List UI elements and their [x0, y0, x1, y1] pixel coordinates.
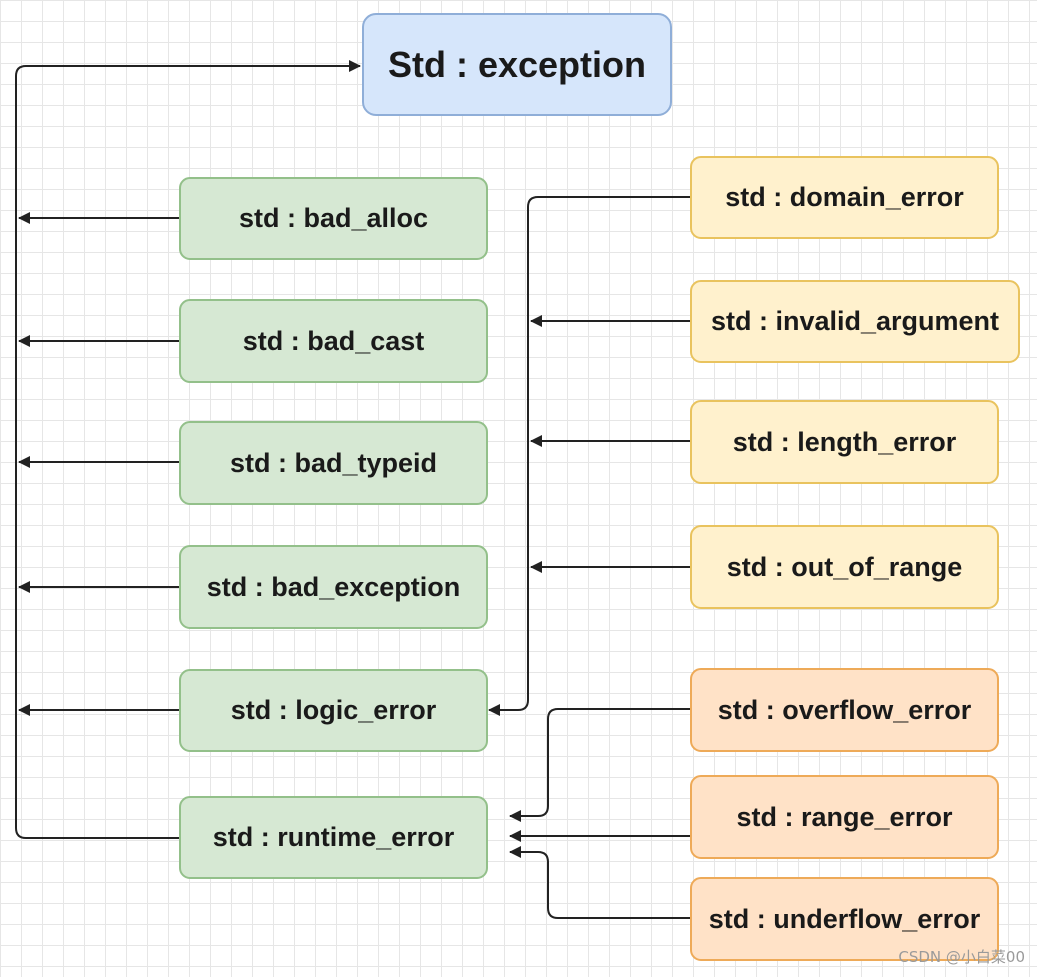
node-label: Std : exception [387, 43, 647, 85]
node-out-of-range: std : out_of_range [690, 525, 999, 609]
node-std-exception: Std : exception [362, 13, 672, 116]
node-label: std : bad_alloc [238, 203, 429, 233]
node-bad-alloc: std : bad_alloc [179, 177, 488, 260]
node-underflow-error: std : underflow_error [690, 877, 999, 961]
node-overflow-error: std : overflow_error [690, 668, 999, 752]
node-label: std : invalid_argument [710, 306, 1000, 336]
node-label: std : range_error [736, 801, 953, 832]
node-logic-error: std : logic_error [179, 669, 488, 752]
node-label: std : bad_cast [242, 325, 425, 356]
node-label: std : out_of_range [726, 551, 963, 582]
node-bad-typeid: std : bad_typeid [179, 421, 488, 505]
edge-runtime-to-exception [15, 60, 361, 839]
node-label: std : underflow_error [708, 903, 981, 934]
node-domain-error: std : domain_error [690, 156, 999, 239]
node-label: std : logic_error [230, 695, 437, 725]
edge-domain-error [488, 196, 690, 716]
watermark: CSDN @小白菜00 [898, 948, 1025, 966]
node-invalid-argument: std : invalid_argument [690, 280, 1020, 363]
node-length-error: std : length_error [690, 400, 999, 484]
node-label: std : length_error [732, 426, 957, 457]
node-label: std : runtime_error [212, 822, 455, 852]
node-range-error: std : range_error [690, 775, 999, 859]
node-label: std : overflow_error [717, 694, 972, 725]
node-runtime-error: std : runtime_error [179, 796, 488, 879]
node-label: std : bad_exception [206, 571, 461, 602]
node-label: std : domain_error [725, 182, 964, 212]
node-bad-cast: std : bad_cast [179, 299, 488, 383]
edge-underflow-error [509, 846, 690, 919]
node-bad-exception: std : bad_exception [179, 545, 488, 629]
edge-overflow-error [509, 708, 690, 822]
node-label: std : bad_typeid [229, 447, 438, 478]
